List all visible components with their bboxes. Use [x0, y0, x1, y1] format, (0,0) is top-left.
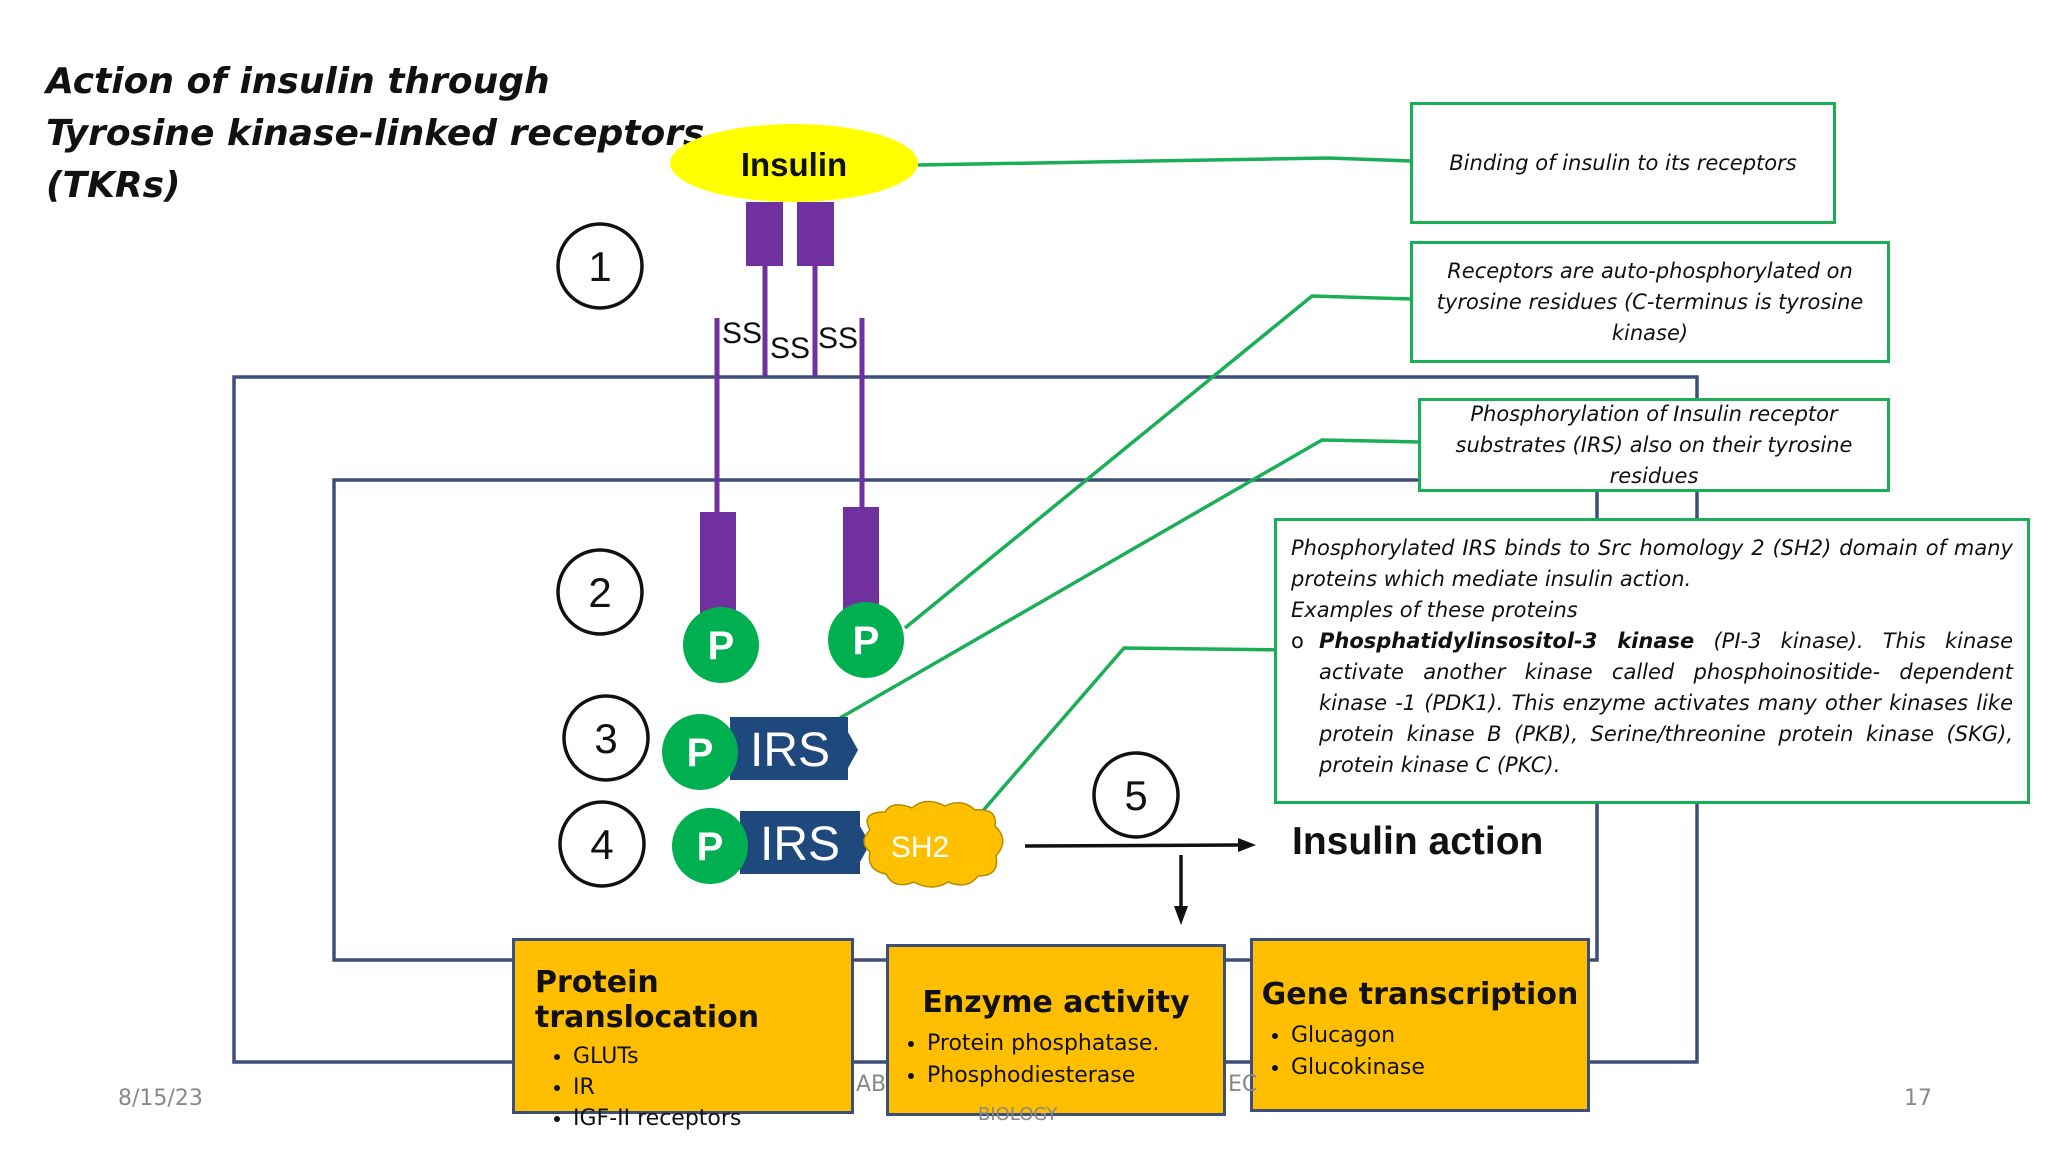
outcome-title-3: Gene transcription [1261, 977, 1579, 1012]
irs-phospho-label-step4: P [697, 825, 724, 869]
ss-label-2: SS [770, 332, 810, 365]
outcome-item: IR [573, 1072, 851, 1103]
outcome-list-3: Glucagon Glucokinase [1253, 1020, 1587, 1084]
note-irs-text: Phosphorylation of Insulin receptor subs… [1455, 401, 1853, 488]
outcome-box-gene-transcription: Gene transcription Glucagon Glucokinase [1250, 938, 1590, 1112]
irs-label-step3: IRS [750, 724, 830, 777]
irs-phospho-step3 [662, 714, 738, 790]
receptor-alpha-left [746, 202, 783, 266]
connector-binding [917, 156, 1413, 167]
note-sh2-bullet: o Phosphatidylinsositol-3 kinase (PI-3 k… [1291, 626, 2013, 781]
connector-autophos [903, 294, 1413, 630]
ss-label-1: SS [722, 317, 762, 350]
outcome-item: Glucokinase [1291, 1052, 1587, 1084]
ss-label-3: SS [818, 322, 858, 355]
bullet-marker: o [1291, 629, 1304, 653]
note-irs-phosphorylation: Phosphorylation of Insulin receptor subs… [1418, 398, 1890, 492]
irs-phospho-label-step3: P [687, 731, 714, 775]
step-number-4: 4 [590, 821, 613, 868]
disulfide-labels: SS SS SS [722, 317, 858, 365]
outcome-title-1: Protein translocation [535, 965, 760, 1035]
footer-partial-bottom: BIOLOGY [978, 1104, 1058, 1125]
irs-shape-step4 [740, 811, 870, 874]
step-circles [556, 222, 1180, 888]
insulin-label: Insulin [741, 146, 847, 183]
outcome-item: Protein phosphatase. [927, 1028, 1223, 1060]
insulin-receptor [700, 202, 879, 616]
receptor-beta-right [843, 507, 879, 611]
note-autophosphorylation: Receptors are auto-phosphorylated on tyr… [1410, 241, 1890, 363]
outcome-title-2: Enzyme activity [922, 985, 1190, 1020]
footer-date: 8/15/23 [118, 1086, 203, 1111]
outcome-item: GLUTs [573, 1041, 851, 1072]
connector-sh2 [966, 646, 1293, 830]
phospho-label-left: P [708, 624, 735, 668]
receptor-beta-left [700, 512, 736, 616]
note-sh2-bullet-text: (PI-3 kinase). This kinase activate anot… [1319, 629, 2013, 777]
title-line-3: (TKRs) [46, 165, 181, 206]
action-arrows [1024, 838, 1256, 925]
receptor-alpha-right [797, 202, 834, 266]
outcome-box-protein-translocation: Protein translocation GLUTs IR IGF-II re… [512, 938, 854, 1131]
step-number-5: 5 [1124, 772, 1147, 819]
outcome-list-1: GLUTs IR IGF-II receptors [535, 1041, 851, 1134]
note-binding: Binding of insulin to its receptors [1410, 102, 1836, 224]
irs-phospho-step4 [672, 808, 748, 884]
connector-lines [839, 156, 1421, 830]
step-number-2: 2 [588, 569, 611, 616]
outcome-list-2: Protein phosphatase. Phosphodiesterase [889, 1028, 1223, 1092]
note-sh2-bullet-bold: Phosphatidylinsositol-3 kinase [1319, 629, 1695, 653]
connector-irs [839, 438, 1421, 720]
irs-shape-step3 [730, 717, 858, 780]
footer-partial-right: EC [1228, 1072, 1258, 1097]
sh2-label: SH2 [891, 831, 949, 864]
sh2-cloud [863, 800, 1004, 888]
outcome-item: Phosphodiesterase [927, 1060, 1223, 1092]
step-number-1: 1 [588, 243, 611, 290]
irs-label-step4: IRS [760, 818, 840, 871]
footer-partial-left: AB [856, 1072, 887, 1097]
phospho-circle-right [828, 602, 904, 678]
note-binding-text: Binding of insulin to its receptors [1449, 150, 1797, 175]
phospho-label-right: P [853, 619, 880, 663]
insulin-ellipse [670, 124, 918, 202]
title-line-1: Action of insulin through [46, 61, 550, 102]
footer-page-number: 17 [1904, 1086, 1932, 1111]
note-sh2-binding: Phosphorylated IRS binds to Src homology… [1274, 518, 2030, 804]
slide-title: Action of insulin through Tyrosine kinas… [46, 56, 704, 212]
insulin-action-label: Insulin action [1292, 820, 1544, 863]
outcome-item: Glucagon [1291, 1020, 1587, 1052]
note-autophos-text: Receptors are auto-phosphorylated on tyr… [1436, 258, 1864, 345]
step-number-3: 3 [594, 715, 617, 762]
outcome-box-enzyme-activity: Enzyme activity Protein phosphatase. Pho… [886, 944, 1226, 1116]
step-numbers: 1 2 3 4 5 [588, 243, 1147, 868]
title-line-2: Tyrosine kinase-linked receptors [46, 113, 705, 154]
phospho-circle-left [683, 607, 759, 683]
arrow-right-head [1238, 838, 1256, 852]
arrow-down-head [1174, 906, 1188, 925]
note-sh2-para2: Examples of these proteins [1291, 598, 1578, 622]
note-sh2-para1: Phosphorylated IRS binds to Src homology… [1291, 536, 2013, 591]
outcome-item: IGF-II receptors [573, 1103, 851, 1134]
